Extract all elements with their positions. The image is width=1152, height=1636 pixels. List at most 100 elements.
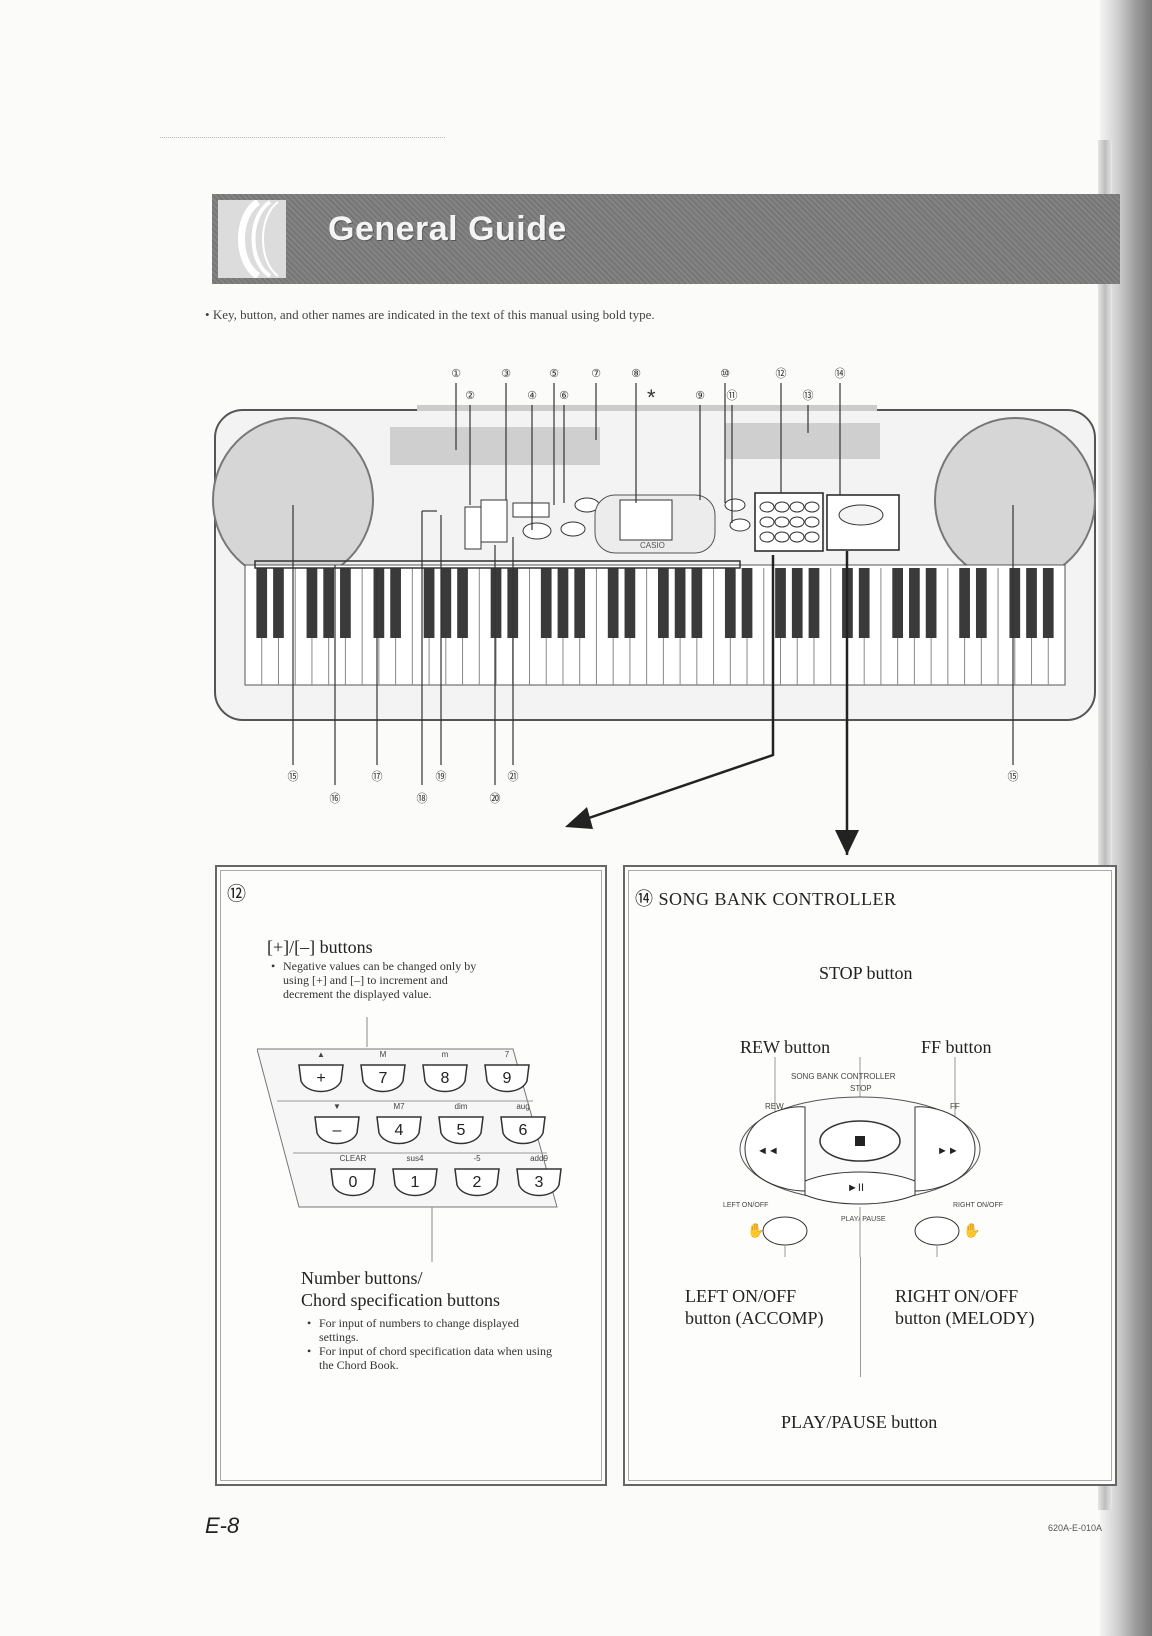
number-pad-keys <box>759 501 820 543</box>
ctrl-right-text: RIGHT ON/OFF <box>953 1202 1003 1209</box>
black-key <box>975 568 987 638</box>
callout-label-top-9: ⑨ <box>695 389 705 402</box>
black-key <box>256 568 268 638</box>
black-key <box>1026 568 1037 638</box>
callout-label-bottom-6: ⑳ <box>490 792 501 805</box>
black-key <box>440 568 452 638</box>
black-key <box>273 568 284 638</box>
chord-spec-title: Chord specification buttons <box>301 1290 500 1310</box>
right-on-off-label: RIGHT ON/OFF button (MELODY) <box>895 1285 1034 1329</box>
pad-key <box>392 1168 438 1197</box>
black-key <box>959 568 970 638</box>
black-key <box>574 568 586 638</box>
pad-key <box>376 1116 422 1145</box>
black-key <box>724 568 736 638</box>
right-on-off-label-line1: RIGHT ON/OFF <box>895 1286 1019 1306</box>
black-key <box>909 568 920 638</box>
ctrl-play-text: PLAY/ PAUSE <box>841 1216 886 1223</box>
right-on-off-label-line2: button (MELODY) <box>895 1308 1035 1328</box>
song-bank-title: SONG BANK CONTROLLER <box>658 889 897 909</box>
pad-key-label: 1 <box>411 1174 420 1191</box>
callout-label-top-4: ④ <box>527 389 537 402</box>
ctrl-rew-text: REW <box>765 1102 784 1111</box>
pad-key <box>360 1064 406 1093</box>
black-key <box>674 568 686 638</box>
callout-label-top-12: ⑫ <box>776 367 787 380</box>
black-key <box>323 568 335 638</box>
plus-minus-title: [+]/[–] buttons <box>267 937 373 957</box>
pad-function-label: ▼ <box>333 1102 341 1111</box>
black-key <box>624 568 636 638</box>
black-key <box>741 568 753 638</box>
start-stop-button <box>522 522 552 540</box>
left-hand-icon: ✋ <box>747 1222 764 1238</box>
song-bank-panel: ⑭ SONG BANK CONTROLLER STOP button REW b… <box>623 865 1117 1486</box>
black-key <box>658 568 669 638</box>
black-key <box>1042 568 1054 638</box>
pad-function-label: ▲ <box>317 1050 325 1059</box>
black-key <box>457 568 468 638</box>
pad-key <box>500 1116 546 1145</box>
right-hand-icon: ✋ <box>963 1222 980 1238</box>
black-key <box>390 568 401 638</box>
left-on-off-key <box>762 1216 808 1246</box>
callout-label-bottom-3: ⑰ <box>372 770 383 783</box>
chord-key-range-bar <box>254 560 741 569</box>
pad-function-label: CLEAR <box>340 1154 367 1163</box>
callout-label-top-8: ⑧ <box>631 367 641 380</box>
black-key <box>691 568 703 638</box>
pad-key <box>454 1168 500 1197</box>
pad-key <box>438 1116 484 1145</box>
section-banner: General Guide <box>212 194 1120 284</box>
callout-label-bottom-7: ㉑ <box>508 770 519 783</box>
brand-logo: CASIO <box>640 541 665 550</box>
black-key <box>808 568 820 638</box>
scan-artifact-line <box>160 137 445 139</box>
right-on-off-key <box>914 1216 960 1246</box>
ctrl-stop-text: STOP <box>850 1084 872 1093</box>
page-title: General Guide <box>328 210 567 248</box>
song-bank-controller-illustration: SONG BANK CONTROLLER STOP REW FF ◄◄ ►► ►… <box>723 1057 1003 1257</box>
rew-button-label: REW button <box>740 1037 831 1057</box>
lcd-display <box>619 499 673 541</box>
black-key <box>607 568 619 638</box>
callout-label-bottom-1: ⑮ <box>288 770 299 783</box>
pad-key <box>314 1116 360 1145</box>
number-buttons-title: Number buttons/ <box>301 1268 423 1288</box>
pad-key <box>298 1064 344 1093</box>
pad-key <box>422 1064 468 1093</box>
number-note-2: For input of chord specification data wh… <box>307 1344 557 1372</box>
pad-function-label: 7 <box>505 1050 510 1059</box>
ctrl-ff-text: FF <box>950 1102 960 1111</box>
tone-button <box>724 498 746 512</box>
plus-minus-notes: Negative values can be changed only by u… <box>271 959 491 1001</box>
tempo-buttons <box>480 499 508 543</box>
ff-key <box>914 1106 976 1192</box>
left-on-off-label-line2: button (ACCOMP) <box>685 1308 824 1328</box>
song-bank-heading: ⑭ SONG BANK CONTROLLER <box>635 885 897 911</box>
panel-number-14: ⑭ <box>635 889 654 909</box>
number-note-1: For input of numbers to change displayed… <box>307 1316 557 1344</box>
play-pause-key <box>804 1171 916 1205</box>
bracket-mark-icon <box>218 200 286 278</box>
panel-arrows <box>582 551 849 855</box>
callout-label-bottom-8: ⑮ <box>1008 770 1019 783</box>
mode-switch <box>512 502 550 518</box>
pad-key-label: 4 <box>395 1122 404 1139</box>
black-key <box>340 568 351 638</box>
callout-label-bottom-4: ⑱ <box>417 792 428 805</box>
intro-button <box>560 521 586 537</box>
callout-lines <box>292 383 1014 785</box>
callout-label-top-6: ⑥ <box>559 389 569 402</box>
ctrl-title-text: SONG BANK CONTROLLER <box>791 1072 896 1081</box>
tone-list-panel <box>390 427 600 465</box>
black-key <box>775 568 786 638</box>
intro-note: • Key, button, and other names are indic… <box>205 307 655 322</box>
asterisk-mark: * <box>647 385 656 410</box>
callout-label-top-10: ⑩ <box>720 367 730 380</box>
callout-label-top-5: ⑤ <box>549 367 559 380</box>
black-key <box>490 568 502 638</box>
black-keys <box>256 568 1054 638</box>
